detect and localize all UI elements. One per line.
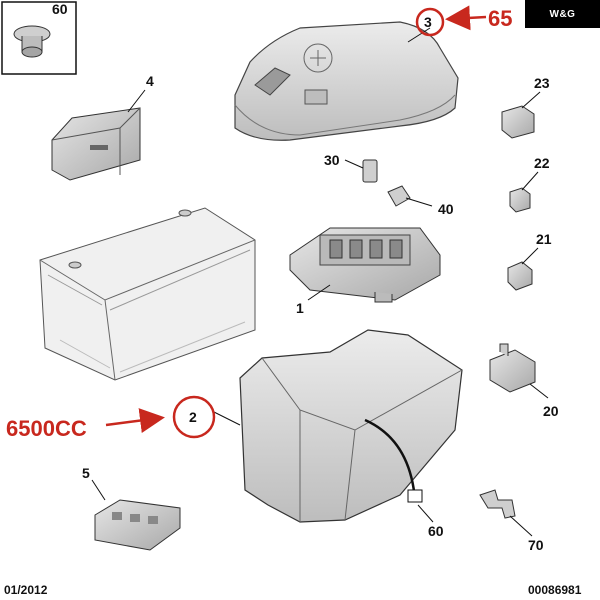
left-highlight-code: 6500CC <box>6 416 87 441</box>
footer-ref: 00086981 <box>528 583 582 597</box>
part-30-fuse <box>362 159 378 183</box>
inset-label: 60 <box>52 1 68 17</box>
inset-box-60: 60 <box>1 1 77 75</box>
brand-text: W&G <box>549 8 576 20</box>
callout-1: 1 <box>296 300 304 316</box>
callout-70: 70 <box>528 537 544 553</box>
callout-30: 30 <box>324 152 340 168</box>
highlight-left <box>105 395 216 439</box>
part-2-tray <box>239 329 463 523</box>
callout-23: 23 <box>534 75 550 91</box>
highlight-top <box>415 5 487 37</box>
callout-4: 4 <box>146 73 154 89</box>
callout-20: 20 <box>543 403 559 419</box>
part-3-cover <box>234 21 459 141</box>
part-1-fusebox <box>289 227 441 303</box>
callout-40: 40 <box>438 201 454 217</box>
battery <box>39 207 256 381</box>
part-70-bracket <box>479 489 516 519</box>
callout-5: 5 <box>82 465 90 481</box>
callout-3: 3 <box>424 14 432 30</box>
callout-22: 22 <box>534 155 550 171</box>
brand-logo: W&G <box>525 0 600 28</box>
relay-23 <box>501 105 535 139</box>
callout-21: 21 <box>536 231 552 247</box>
relay-21 <box>507 261 533 291</box>
footer-date: 01/2012 <box>4 583 48 597</box>
screw-clip-icon <box>13 25 51 58</box>
part-4-module <box>51 107 141 181</box>
relay-20 <box>489 343 536 393</box>
part-5-connector <box>94 499 181 551</box>
callout-60: 60 <box>428 523 444 539</box>
leader-lines <box>91 27 549 537</box>
part-40-fuse <box>387 185 411 207</box>
top-highlight-code: 65 <box>488 6 512 31</box>
callout-2: 2 <box>189 409 197 425</box>
relay-22 <box>509 187 531 213</box>
